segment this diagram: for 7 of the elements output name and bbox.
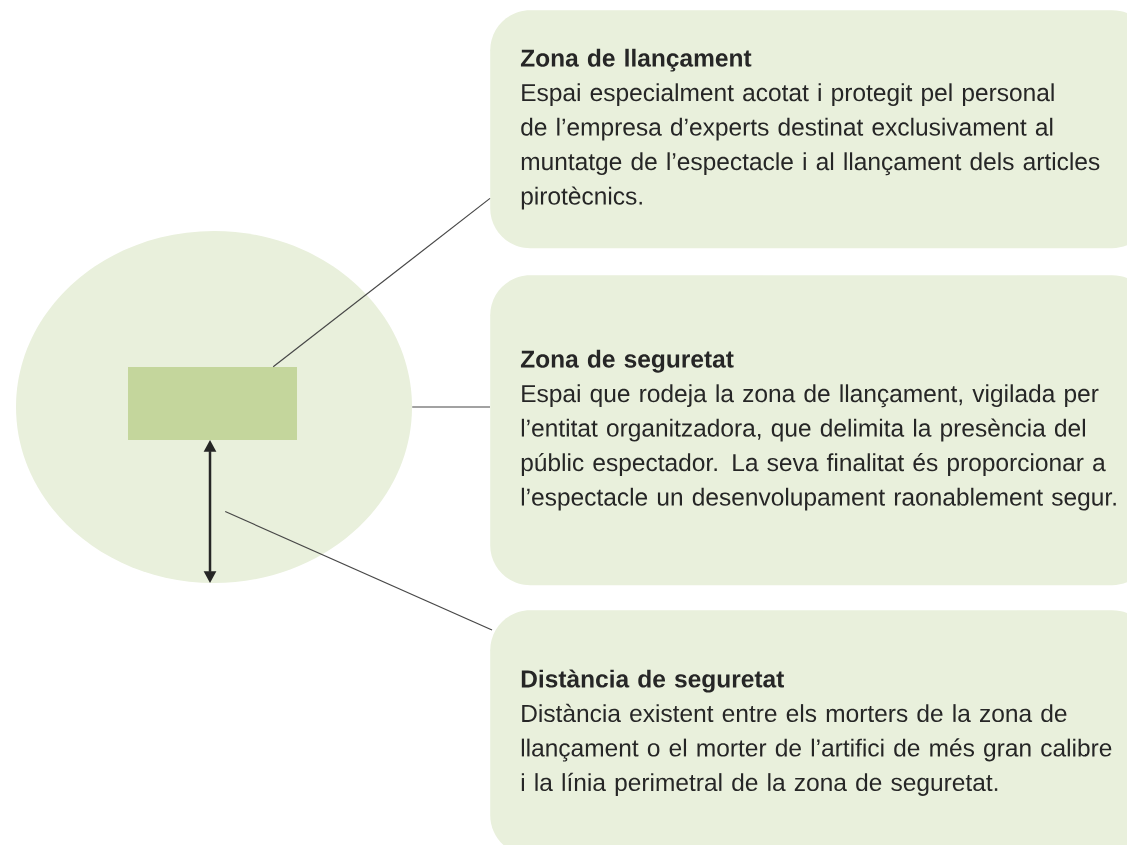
leader-line: [272, 197, 491, 368]
leader-line: [224, 510, 493, 631]
info-box: Zona de seguretat Espai que rodeja la zona de llançament, vigilada per l’entitat organitzadora, que delimita la presència del públic espectador. La seva finalitat és proporcionar a l’espectacle un desenvolupament raonablement segur.: [490, 275, 1127, 586]
leader-line: [411, 406, 491, 408]
info-box: Zona de llançament Espai especialment acotat i protegit pel personal de l’empresa d’experts destinat exclusivament al muntatge de l’espectacle i al llançament dels articles pirotècnics.: [490, 10, 1127, 249]
launch-area-rect: [128, 367, 297, 440]
info-box: Distància de seguretat Distància existent entre els morters de la zona de llançament o el morter de l’artifici de més gran calibre i la línia perimetral de la zona de seguretat.: [490, 610, 1127, 845]
